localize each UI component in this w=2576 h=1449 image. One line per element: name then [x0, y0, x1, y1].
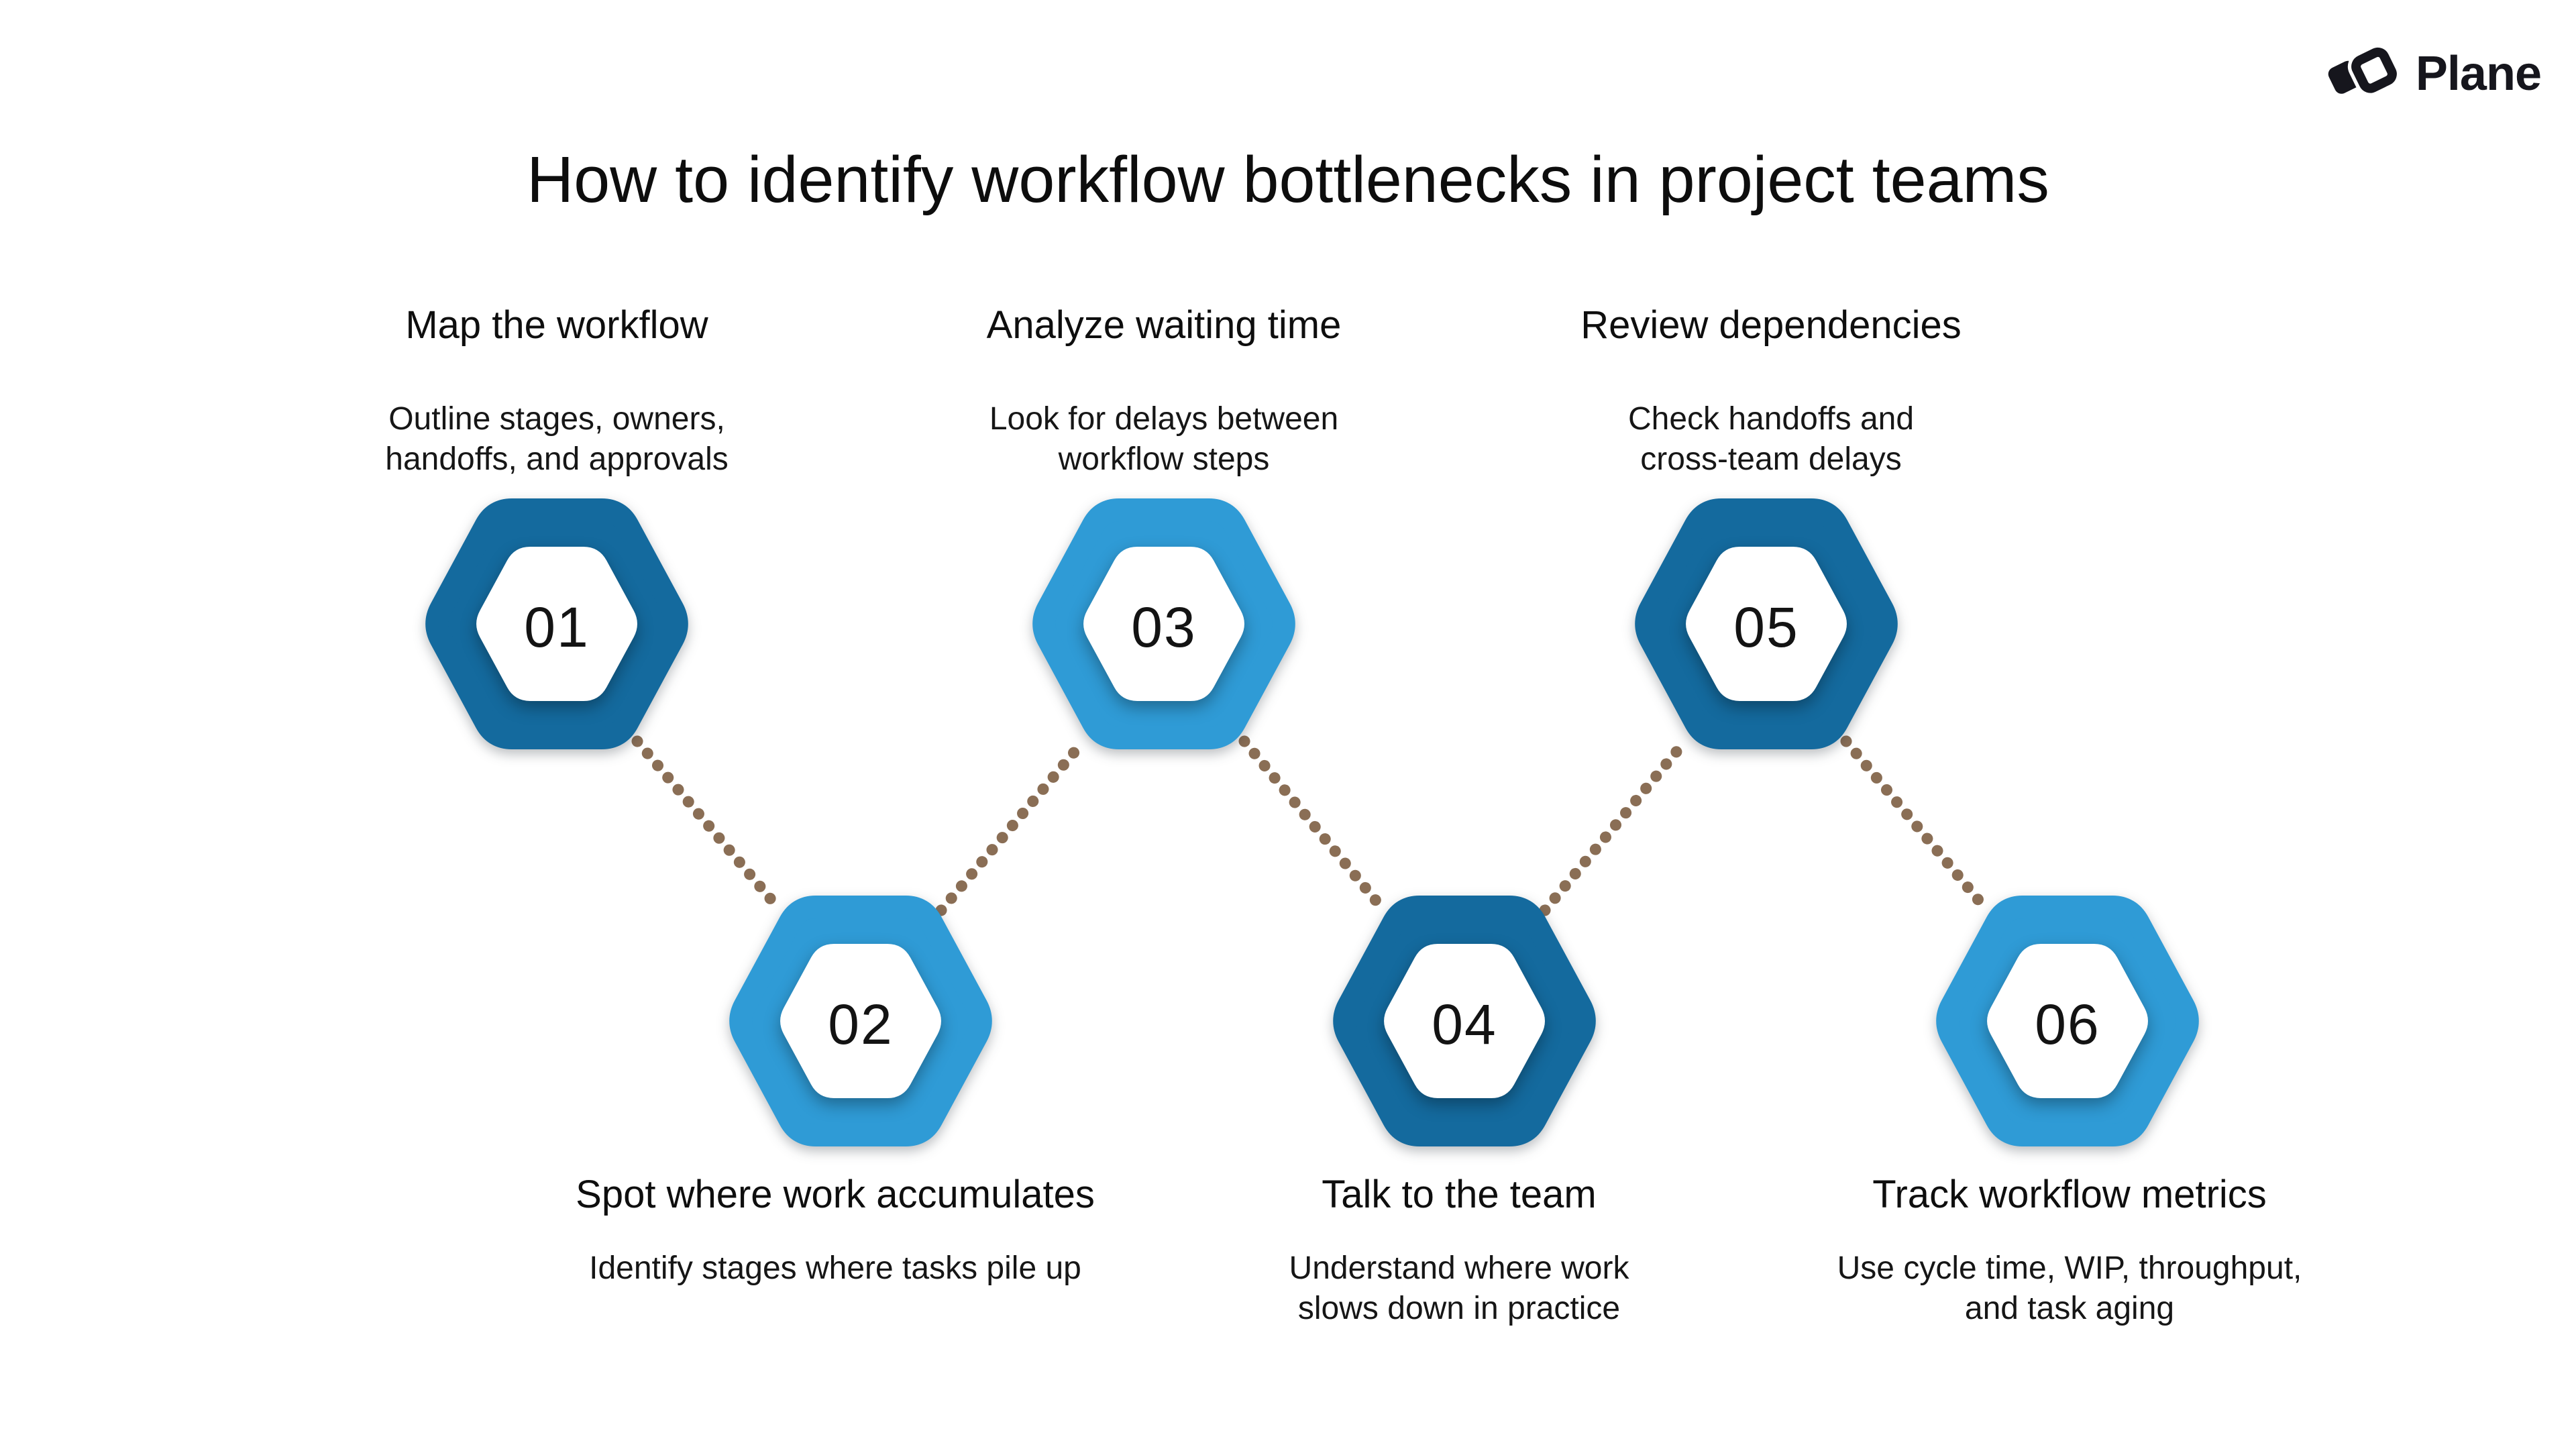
hexagon-04-face	[1384, 944, 1545, 1098]
hexagon-04: 04	[1333, 896, 1596, 1146]
hexagon-01-face	[476, 547, 637, 701]
hexagon-06-face	[1987, 944, 2148, 1098]
step-4-description: Understand where work slows down in prac…	[1289, 1250, 1629, 1327]
step-1-number: 01	[524, 596, 589, 659]
hexagon-03: 03	[1032, 498, 1295, 749]
step-1-description: Outline stages, owners, handoffs, and ap…	[385, 400, 729, 478]
step-5-description: Check handoffs and cross-team delays	[1627, 400, 1915, 478]
step-4-title: Talk to the team	[1322, 1173, 1597, 1216]
step-2-number: 02	[828, 993, 893, 1056]
step-3-title: Analyze waiting time	[986, 303, 1342, 347]
step-3-text: Analyze waiting time Look for delays bet…	[862, 303, 1466, 480]
dotted-connector-4-5	[1539, 735, 1691, 916]
step-5-title: Review dependencies	[1580, 303, 1962, 347]
step-1-text: Map the workflow Outline stages, owners,…	[255, 303, 859, 480]
step-6-number: 06	[2035, 993, 2100, 1056]
plane-logo: Plane	[2327, 44, 2542, 103]
step-2-description: Identify stages where tasks pile up	[589, 1250, 1081, 1286]
step-4-number: 04	[1432, 993, 1497, 1056]
plane-logo-icon	[2328, 44, 2401, 97]
dotted-connector-3-4	[1238, 735, 1390, 916]
hexagon-05-face	[1686, 547, 1847, 701]
step-2-text: Spot where work accumulates Identify sta…	[533, 1173, 1137, 1289]
step-1-title: Map the workflow	[405, 303, 708, 347]
step-5-number: 05	[1733, 596, 1799, 659]
step-3-description: Look for delays between workflow steps	[989, 400, 1339, 478]
page-title: How to identify workflow bottlenecks in …	[527, 143, 2049, 216]
hexagon-01: 01	[425, 498, 688, 749]
step-4-text: Talk to the team Understand where work s…	[1157, 1173, 1761, 1330]
step-3-number: 03	[1131, 596, 1196, 659]
step-6-text: Track workflow metrics Use cycle time, W…	[1768, 1173, 2371, 1330]
step-6-title: Track workflow metrics	[1872, 1173, 2267, 1216]
logo-outline-tile	[2347, 44, 2401, 97]
hexagon-02: 02	[729, 896, 992, 1146]
hexagon-02-face	[780, 944, 941, 1098]
dotted-connector-2-3	[935, 735, 1089, 916]
dotted-connector-1-2	[631, 735, 786, 916]
hexagon-06: 06	[1936, 896, 2199, 1146]
step-2-title: Spot where work accumulates	[576, 1173, 1095, 1216]
hexagon-05: 05	[1635, 498, 1898, 749]
hexagon-03-face	[1083, 547, 1244, 701]
dotted-connector-5-6	[1840, 735, 1993, 916]
step-5-text: Review dependencies Check handoffs and c…	[1469, 303, 2073, 480]
brand-name: Plane	[2415, 47, 2542, 101]
step-6-description: Use cycle time, WIP, throughput, and tas…	[1837, 1250, 2302, 1327]
